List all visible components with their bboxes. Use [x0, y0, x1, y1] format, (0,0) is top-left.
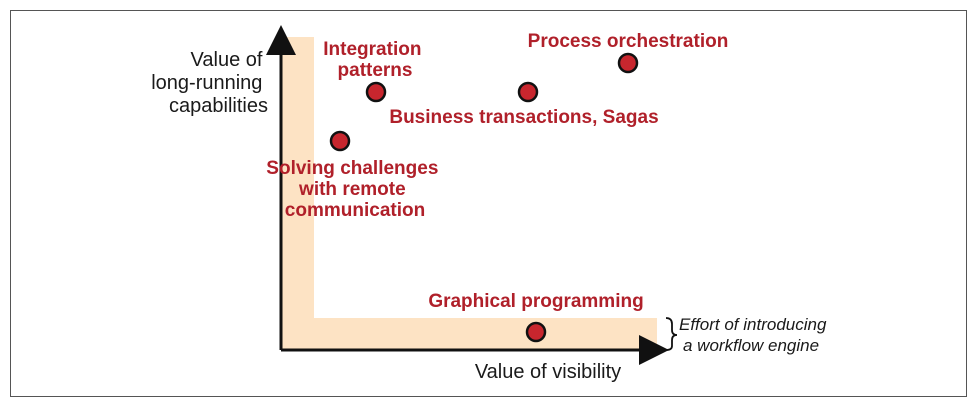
point-label: Business transactions, Sagas	[389, 107, 658, 128]
point-process-orchestration: Process orchestration	[528, 31, 729, 74]
point-integration-patterns: Integration patterns	[323, 39, 426, 103]
y-axis-label-line-1: Value of	[191, 49, 263, 71]
effort-label-line-2: a workflow engine	[683, 336, 819, 355]
point-label: Integration patterns	[323, 39, 426, 81]
point-marker	[617, 52, 639, 74]
effort-band	[281, 37, 657, 350]
point-marker	[517, 81, 539, 103]
point-label: Solving challenges with remote communica…	[266, 158, 443, 221]
point-label: Process orchestration	[528, 31, 729, 52]
point-label: Graphical programming	[428, 291, 643, 312]
point-marker	[365, 81, 387, 103]
point-marker	[525, 321, 547, 343]
x-axis-label: Value of visibility	[475, 361, 621, 383]
point-graphical-programming: Graphical programming	[428, 291, 644, 343]
point-business-transactions: Business transactions, Sagas	[389, 81, 659, 128]
effort-label-line-1: Effort of introducing	[679, 315, 827, 334]
diagram-frame	[10, 10, 967, 397]
point-remote-communication: Solving challenges with remote communica…	[266, 130, 443, 221]
y-axis-label-line-2: long-running	[151, 72, 262, 94]
effort-label: Effort of introducing a workflow engine	[679, 315, 831, 355]
y-axis-label-line-3: capabilities	[169, 95, 268, 117]
point-marker	[329, 130, 351, 152]
effort-brace	[665, 317, 678, 351]
y-axis-label: Value of long-running capabilities	[151, 49, 268, 117]
